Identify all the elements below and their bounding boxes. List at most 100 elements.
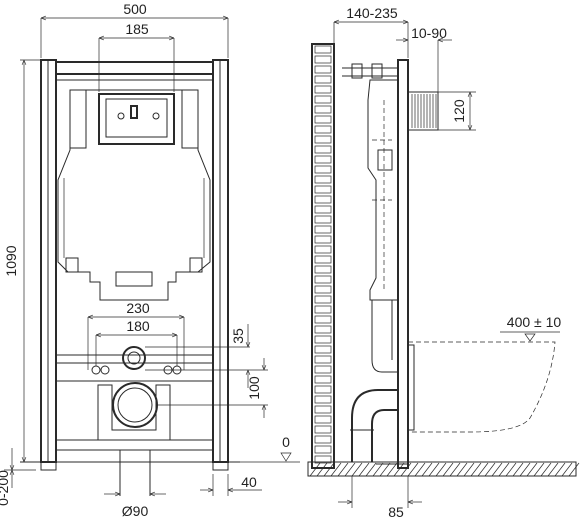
brick — [314, 435, 332, 444]
brick — [314, 235, 332, 244]
floor-hatch — [386, 462, 398, 477]
brick — [314, 85, 332, 94]
floor-hatch — [449, 462, 461, 477]
front-view — [20, 59, 240, 496]
drain-elbow-inner — [371, 409, 398, 462]
dim-drain-offset: 100 — [246, 376, 262, 400]
brick — [314, 225, 332, 234]
floor-hatch — [526, 462, 538, 477]
floor-hatch — [519, 462, 531, 477]
brick — [314, 75, 332, 84]
floor-hatch — [421, 462, 433, 477]
brick — [314, 175, 332, 184]
brick — [314, 335, 332, 344]
cistern-body — [57, 89, 211, 301]
dim-drain-diameter: Ø90 — [122, 503, 149, 519]
side-frame-upright — [397, 59, 409, 469]
brick — [314, 345, 332, 354]
floor-hatch — [323, 462, 335, 477]
dim-overall-height: 1090 — [3, 245, 19, 276]
brick — [314, 285, 332, 294]
brick — [314, 275, 332, 284]
brick — [314, 65, 332, 74]
floor-hatch — [309, 462, 321, 477]
floor-hatch — [505, 462, 517, 477]
brick — [314, 355, 332, 364]
brick — [314, 115, 332, 124]
dim-floor-offset: 85 — [388, 504, 404, 520]
floor-hatch — [337, 462, 349, 477]
brick — [314, 205, 332, 214]
floor-hatch — [365, 462, 377, 477]
floor-hatch — [484, 462, 496, 477]
dim-flush-plate-width: 185 — [125, 21, 149, 37]
drain-elbow-outer — [351, 389, 398, 462]
dim-stud-spacing-inner: 180 — [126, 318, 150, 334]
stud-left-2 — [100, 365, 110, 375]
brick — [314, 155, 332, 164]
floor-hatch — [344, 462, 356, 477]
brick — [314, 245, 332, 254]
brick — [314, 305, 332, 314]
cistern-right-bracket — [181, 89, 199, 149]
floor-hatch — [512, 462, 524, 477]
floor-hatch — [414, 462, 426, 477]
brick — [314, 145, 332, 154]
brick — [314, 405, 332, 414]
brick — [314, 265, 332, 274]
dim-pipe-height: 120 — [451, 99, 467, 123]
top-rail — [55, 61, 214, 75]
dim-foot-offset: 40 — [241, 474, 257, 490]
cistern-left-bracket — [69, 89, 87, 149]
floor-hatch — [477, 462, 489, 477]
dim-foot-adjust: 0-200 — [0, 470, 11, 506]
dim-offset-range: 10-90 — [411, 25, 447, 41]
brick — [314, 185, 332, 194]
floor-hatch — [358, 462, 370, 477]
dim-depth-range: 140-235 — [346, 5, 398, 21]
mid-rail — [55, 354, 214, 364]
stud-left-1 — [91, 365, 101, 375]
toilet-bowl-outline — [408, 341, 556, 433]
floor-hatch — [428, 462, 440, 477]
floor-hatch — [533, 462, 545, 477]
brick — [314, 55, 332, 64]
floor-hatch — [470, 462, 482, 477]
floor-hatch — [456, 462, 468, 477]
flush-pipe — [371, 300, 398, 373]
brick — [314, 315, 332, 324]
brick — [314, 415, 332, 424]
brick — [314, 95, 332, 104]
floor-hatch — [540, 462, 552, 477]
cistern-side — [367, 79, 399, 301]
brick — [314, 255, 332, 264]
bottom-rail — [55, 439, 214, 451]
floor-hatch — [554, 462, 566, 477]
brick — [314, 445, 332, 454]
dim-floor-level: 0 — [282, 434, 290, 450]
brick — [314, 125, 332, 134]
brick — [314, 295, 332, 304]
dim-stud-offset: 35 — [230, 328, 246, 344]
brick — [314, 385, 332, 394]
floor — [307, 461, 577, 477]
drain-bracket — [97, 384, 171, 441]
floor-hatch — [561, 462, 573, 477]
floor-hatch — [379, 462, 391, 477]
drain-pipe — [112, 382, 158, 428]
floor-hatch — [498, 462, 510, 477]
brick — [314, 455, 332, 464]
floor-hatch — [463, 462, 475, 477]
floor-hatch — [330, 462, 342, 477]
brick — [314, 395, 332, 404]
brick — [314, 135, 332, 144]
brick — [314, 215, 332, 224]
brick — [314, 365, 332, 374]
inlet-pipe — [122, 346, 146, 370]
brick — [314, 195, 332, 204]
floor-hatch — [491, 462, 503, 477]
floor-hatch — [393, 462, 405, 477]
floor-hatch — [351, 462, 363, 477]
